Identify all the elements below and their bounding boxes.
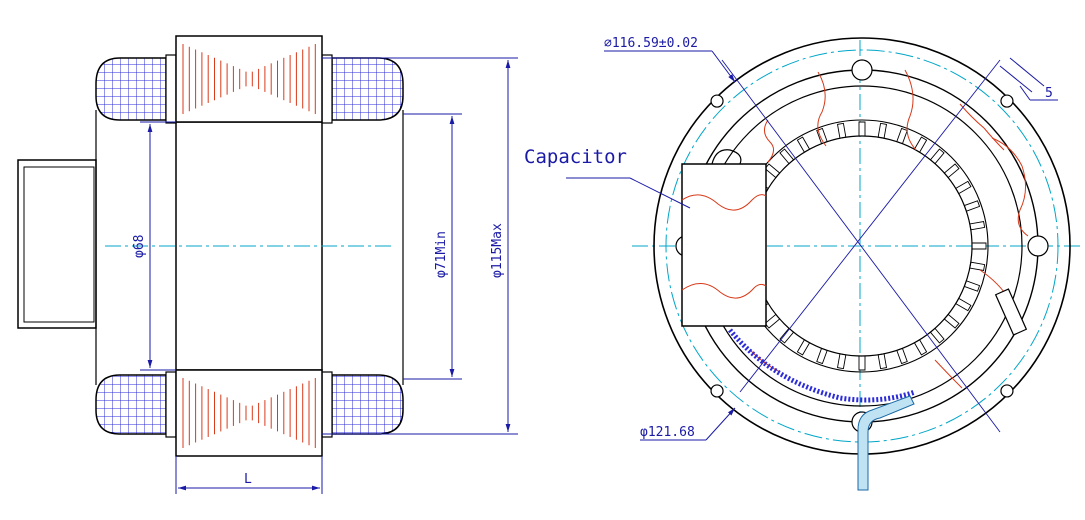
end-winding-bottom-left bbox=[95, 371, 177, 438]
dim-min-diameter: φ71Min bbox=[403, 113, 462, 380]
side-view: φ68 φ71Min φ115Max L bbox=[17, 35, 518, 494]
capacitor-callout-label: Capacitor bbox=[524, 146, 627, 168]
dim-min-diameter-label: φ71Min bbox=[434, 231, 449, 278]
coil-lines-bottom bbox=[182, 378, 316, 448]
dim-bore-label: ⌀116.59±0.02 bbox=[604, 36, 698, 51]
stator-tooth bbox=[969, 220, 986, 231]
winding-wires bbox=[749, 69, 1029, 389]
capacitor-callout: Capacitor bbox=[524, 146, 691, 209]
coil-stack-bottom bbox=[175, 369, 323, 457]
end-winding-bottom-right bbox=[321, 371, 404, 438]
frame-notch bbox=[710, 384, 724, 398]
stator-tooth bbox=[816, 347, 828, 365]
frame-notch bbox=[1000, 384, 1014, 398]
dim-length-label: L bbox=[244, 472, 252, 487]
dim-outer-label: φ121.68 bbox=[640, 425, 695, 440]
stator-tooth bbox=[969, 261, 986, 272]
stator-tooth bbox=[836, 122, 847, 139]
stator-tooth bbox=[963, 200, 981, 212]
capacitor bbox=[681, 149, 767, 327]
stator-tooth bbox=[896, 347, 908, 365]
end-winding-top-left bbox=[95, 54, 177, 124]
front-view: ⌀116.59±0.02 φ121.68 5 Capacitor bbox=[524, 36, 1082, 491]
frame-notch bbox=[710, 94, 724, 108]
end-winding-top-right bbox=[321, 54, 404, 124]
terminal-block bbox=[994, 288, 1028, 336]
frame-notch bbox=[851, 59, 873, 81]
dim-bore: ⌀116.59±0.02 bbox=[604, 36, 736, 83]
dim-slot: 5 bbox=[999, 57, 1058, 101]
dim-length: L bbox=[175, 456, 323, 494]
dim-inner-diameter: φ68 bbox=[132, 121, 176, 371]
stator-tooth bbox=[896, 127, 908, 145]
dim-outer: φ121.68 bbox=[640, 407, 736, 441]
terminal-box-inner bbox=[23, 166, 95, 323]
stator-tooth bbox=[877, 122, 888, 139]
stator-tooth bbox=[971, 242, 987, 250]
lead-wire bbox=[857, 395, 915, 491]
stator-tooth bbox=[858, 121, 866, 137]
stator-tooth bbox=[858, 355, 866, 371]
stator-tooth bbox=[877, 353, 888, 370]
frame-notch bbox=[1027, 235, 1049, 257]
frame-notch bbox=[1000, 94, 1014, 108]
stator-tooth bbox=[963, 280, 981, 292]
dim-slot-label: 5 bbox=[1045, 86, 1053, 101]
coil-stack-top bbox=[175, 35, 323, 123]
stator-tooth bbox=[836, 353, 847, 370]
coil-lines-top bbox=[182, 44, 316, 114]
dim-max-diameter: φ115Max bbox=[322, 57, 518, 435]
dim-inner-diameter-label: φ68 bbox=[132, 235, 147, 258]
winding-band bbox=[728, 328, 916, 403]
terminal-box-outer bbox=[17, 159, 97, 329]
dim-max-diameter-label: φ115Max bbox=[490, 223, 505, 278]
